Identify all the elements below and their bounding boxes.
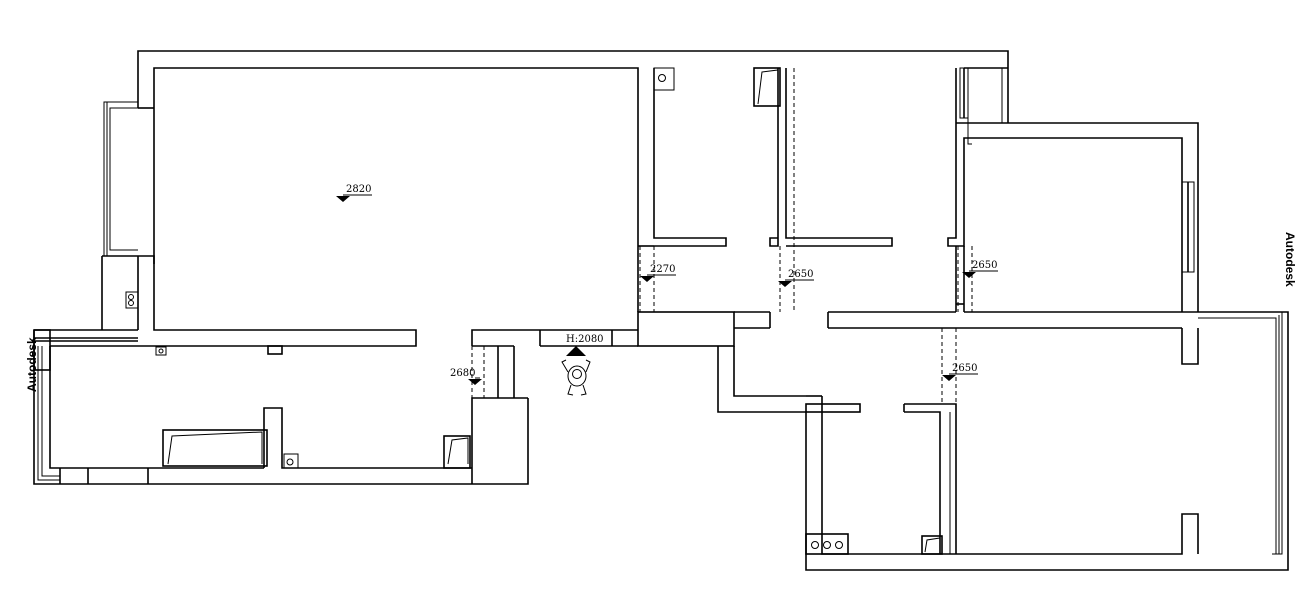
ceiling-label-main-hall: 2820 xyxy=(346,184,371,195)
fixtures xyxy=(125,67,943,555)
west-wing-walls xyxy=(33,329,529,485)
central-corridor xyxy=(637,311,1289,571)
main-hall-window xyxy=(103,101,154,257)
ceiling-marker-corridor-right: 2650 xyxy=(962,260,998,278)
ceiling-marker-corridor-left: 2270 xyxy=(640,264,676,282)
stove-icon xyxy=(805,533,849,555)
outlet-icon-4 xyxy=(283,453,299,469)
ceiling-label-corridor-left: 2270 xyxy=(650,264,675,275)
lower-right-rooms xyxy=(805,311,1283,555)
wardrobe-icon-2 xyxy=(753,67,781,107)
cabinet-icon xyxy=(921,535,943,555)
ceiling-label-lower-right: 2650 xyxy=(952,363,977,374)
person-icon xyxy=(561,359,591,396)
outlet-icon xyxy=(653,67,675,91)
ceiling-label-corridor-mid: 2650 xyxy=(788,269,813,280)
main-hall-walls xyxy=(101,108,638,355)
ceiling-marker-lower-right: 2650 xyxy=(942,363,978,381)
watermark-left: Autodesk xyxy=(25,337,39,392)
ceiling-label-west-room: 2680 xyxy=(450,368,475,379)
ceiling-label-corridor-right: 2650 xyxy=(972,260,997,271)
wardrobe-icon xyxy=(443,435,471,469)
watermark-right: Autodesk xyxy=(1283,232,1297,287)
ceiling-height-markers: 2820 2270 2650 2650 2680 2650 xyxy=(336,184,998,385)
ceiling-marker-corridor-mid: 2650 xyxy=(778,269,814,287)
door-height-marker: H:2080 xyxy=(566,334,604,356)
outlet-icon-2 xyxy=(125,291,139,309)
sofa-icon xyxy=(162,429,268,467)
upper-rooms xyxy=(638,67,1199,312)
outlet-icon-3 xyxy=(155,346,167,356)
ceiling-marker-west-room: 2680 xyxy=(450,368,482,385)
ceiling-marker-main-hall: 2820 xyxy=(336,184,372,202)
door-height-label: H:2080 xyxy=(566,334,604,345)
ceiling-beam-lines xyxy=(471,68,973,404)
top-exterior-wall xyxy=(137,50,1009,312)
